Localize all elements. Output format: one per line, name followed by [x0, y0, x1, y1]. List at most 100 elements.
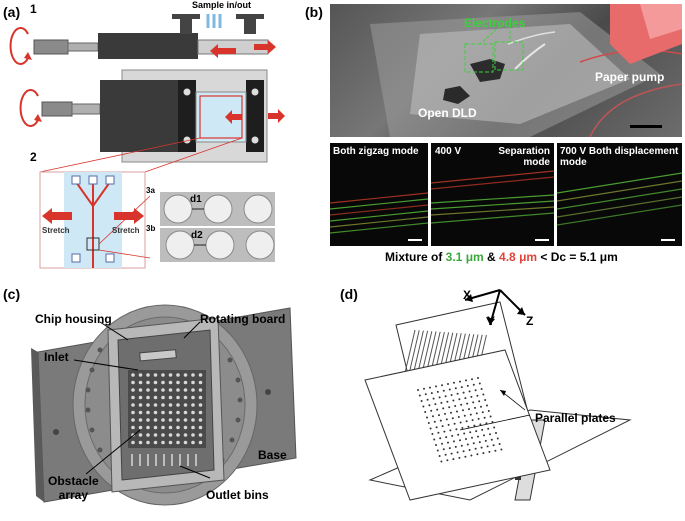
plate-hole [496, 437, 499, 440]
plate-hole [457, 433, 460, 436]
obstacle-dot [138, 410, 143, 415]
obstacle-dot [191, 433, 195, 437]
tag-3a: 3a [146, 186, 155, 195]
plate-hole [489, 433, 491, 436]
obstacle-dot [176, 433, 180, 437]
plate-hole [474, 389, 477, 392]
plate-hole [436, 390, 439, 393]
plate-hole [486, 404, 488, 407]
panel-a-schematic [9, 14, 285, 269]
plate-hole [467, 425, 470, 428]
plate-hole [464, 397, 467, 400]
obstacle-dot [198, 440, 203, 445]
plate-hole [435, 426, 438, 429]
plate-hole [456, 392, 459, 395]
plate-hole [417, 389, 419, 391]
plate-hole [462, 450, 465, 453]
stage-block-2 [100, 80, 178, 152]
obstacle-dot [183, 425, 188, 430]
panel-d-parallel-plates [364, 289, 632, 501]
plate-hole [465, 420, 468, 423]
plate-hole [460, 386, 463, 389]
plate-hole [432, 415, 434, 418]
plate-hole [456, 410, 458, 413]
plate-hole [440, 401, 443, 404]
obstacle-dot [168, 418, 173, 422]
plate-hole [422, 405, 425, 408]
axis-z-label: Z [526, 314, 534, 328]
plate-hole [459, 380, 461, 383]
obstacle-dot [198, 395, 203, 400]
obstacle-dot [146, 425, 150, 430]
obstacle-dot [198, 373, 203, 377]
plate-hole [454, 445, 457, 448]
plate-hole [495, 432, 497, 434]
plate-hole [465, 438, 467, 440]
obstacle-dot [198, 433, 203, 437]
plate-hole [483, 416, 486, 419]
obstacle-dot [183, 418, 188, 422]
plate-hole [481, 428, 484, 431]
plate-hole [459, 439, 461, 442]
obstacle-dot [146, 395, 150, 400]
obstacle-dot [191, 418, 195, 422]
electrodes-label: Electrodes [464, 16, 526, 30]
plate-hole [442, 448, 445, 451]
paper-pump-label: Paper pump [595, 70, 665, 84]
obstacle-dot [191, 373, 195, 377]
obstacle-dot [161, 403, 165, 407]
obstacle-dot [168, 433, 173, 437]
plate-hole [445, 436, 448, 439]
plate-hole [418, 394, 421, 397]
obstacle-dot [183, 395, 188, 400]
plate-hole [426, 416, 428, 419]
plate-hole [449, 429, 452, 432]
plate-hole [424, 393, 427, 396]
plate-hole [438, 396, 441, 399]
obstacle-dot [138, 395, 143, 400]
plate-hole [453, 422, 456, 425]
plate-hole [427, 422, 430, 424]
plate-hole [478, 400, 481, 403]
obstacle-dot [176, 410, 180, 415]
obstacle-dot [161, 395, 165, 400]
plate-hole [438, 455, 441, 457]
obstacle-dot [131, 425, 135, 430]
push-arrow-icon [210, 44, 236, 58]
device-photo: Electrodes Paper pump Open DLD [330, 4, 682, 137]
obstacle-dot [198, 418, 203, 422]
plate-hole [441, 384, 443, 387]
stage-block-1 [98, 33, 198, 59]
panel-label-d: (d) [340, 286, 358, 302]
micrometer-2 [41, 101, 73, 117]
obstacle-dot [183, 388, 188, 392]
plate-hole [477, 417, 480, 420]
plate-hole [434, 403, 437, 406]
plate-hole [429, 386, 431, 389]
obstacle-dot [191, 425, 195, 430]
plate-hole [493, 426, 496, 429]
plate-hole [432, 397, 435, 400]
obstacle-dot [138, 440, 143, 445]
tag-3b: 3b [146, 224, 156, 233]
plate-hole [426, 398, 429, 401]
plate-hole [450, 411, 452, 414]
obstacle-dot [183, 433, 188, 437]
obstacle-dot [146, 373, 150, 377]
obstacle-dot [161, 380, 165, 385]
rotation-arrow-icon-1 [9, 27, 32, 65]
plate-hole [450, 394, 453, 396]
plate-hole [448, 388, 451, 391]
obstacle-dot [168, 403, 173, 407]
plate-hole [447, 441, 449, 444]
front-plate [364, 349, 551, 501]
plate-hole [420, 400, 423, 402]
plate-hole [460, 444, 463, 447]
obstacle-dot [146, 403, 150, 407]
obstacle-dot [131, 403, 135, 407]
parallel-plates-label: Parallel plates [535, 411, 616, 425]
chip-housing-label: Chip housing [35, 312, 112, 326]
plate-hole [444, 412, 446, 415]
obstacle-dot [153, 403, 158, 407]
